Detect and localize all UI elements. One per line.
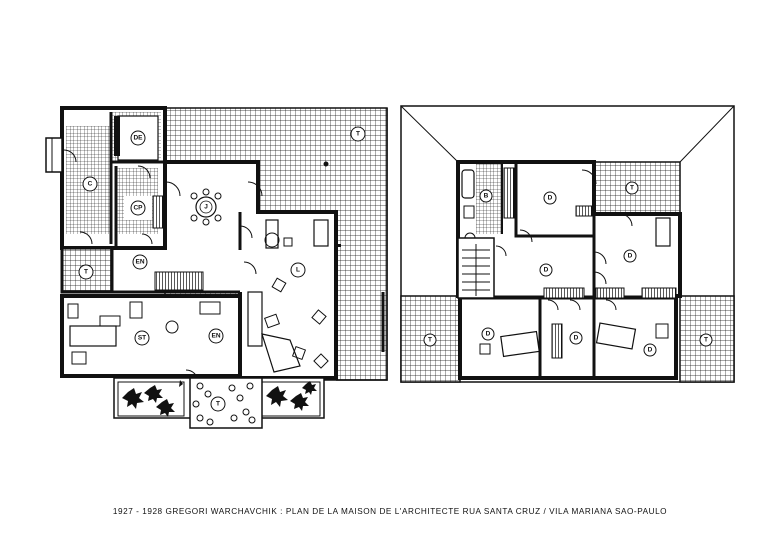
room-label-t: T xyxy=(428,337,432,344)
room-label-j: J xyxy=(204,204,208,211)
room-label-en: EN xyxy=(211,333,220,340)
room-label-t: T xyxy=(704,337,708,344)
room-label: T xyxy=(78,264,94,280)
room-label: D xyxy=(643,343,657,357)
room-label-d: D xyxy=(574,335,579,342)
room-label-st: ST xyxy=(138,335,146,342)
room-label: T xyxy=(210,396,226,412)
room-label-t: T xyxy=(356,131,360,138)
entrance-path xyxy=(189,377,263,429)
stair-block-1 xyxy=(114,116,120,156)
room-label: D xyxy=(569,331,583,345)
room-label: J xyxy=(199,200,213,214)
room-label: ST xyxy=(134,330,150,346)
window-bay xyxy=(45,137,63,173)
upper-floor-labels: B D T D D D D D xyxy=(423,181,713,357)
room-label-d: D xyxy=(648,347,653,354)
roof-hips xyxy=(400,105,735,383)
stair-block-2 xyxy=(152,195,164,229)
room-label-de: DE xyxy=(133,135,143,142)
room-label-l: L xyxy=(296,267,300,274)
plan-caption: 1927 - 1928 GREGORI WARCHAVCHIK : PLAN D… xyxy=(112,507,668,516)
ground-floor-plan xyxy=(45,106,388,429)
room-label-d: D xyxy=(544,267,549,274)
stair-block-3 xyxy=(154,271,204,291)
room-label: D xyxy=(481,327,495,341)
room-label: EN xyxy=(208,328,224,344)
room-label: EN xyxy=(132,254,148,270)
room-label-t: T xyxy=(630,185,634,192)
ground-floor-labels: DE C CP J EN T L ST xyxy=(78,126,366,412)
kitchen-wall xyxy=(109,112,165,248)
room-label: D xyxy=(623,249,637,263)
room-label-d: D xyxy=(486,331,491,338)
room-label: C xyxy=(82,176,98,192)
room-label-cp: CP xyxy=(133,205,143,212)
room-label: D xyxy=(539,263,553,277)
room-label-t: T xyxy=(84,269,88,276)
room-label: T xyxy=(423,333,437,347)
room-label: T xyxy=(350,126,366,142)
room-label: DE xyxy=(130,130,146,146)
room-label-b: B xyxy=(484,193,489,200)
room-label-en: EN xyxy=(135,259,144,266)
room-label: L xyxy=(290,262,306,278)
room-label: T xyxy=(699,333,713,347)
room-label-d: D xyxy=(628,253,633,260)
room-label: T xyxy=(625,181,639,195)
room-label: D xyxy=(543,191,557,205)
upper-floor-plan xyxy=(400,105,735,383)
room-label: B xyxy=(479,189,493,203)
room-label-c: C xyxy=(88,181,93,188)
room-label-d: D xyxy=(548,195,553,202)
room-label-t: T xyxy=(216,401,220,408)
room-label: CP xyxy=(130,200,146,216)
